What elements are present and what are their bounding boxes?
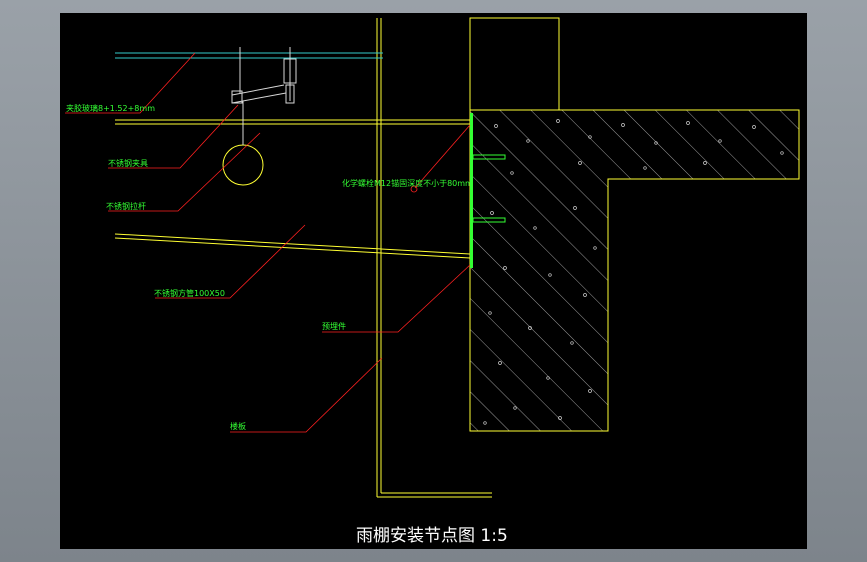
horizontal-beam — [115, 119, 470, 125]
label-beam: 不锈钢方管100X50 — [154, 288, 225, 298]
label-slab: 楼板 — [230, 421, 246, 431]
tie-rod — [114, 233, 471, 259]
embed-plate — [470, 113, 473, 268]
drawing-canvas[interactable]: 夹胶玻璃8+1.52+8mm 不锈钢夹具 不锈钢拉杆 不锈钢方管100X50 化… — [60, 13, 807, 549]
upper-wall — [469, 17, 560, 111]
label-embed-plate: 预埋件 — [322, 321, 346, 331]
leader-lines — [65, 52, 471, 433]
anchor-bolts — [472, 154, 506, 223]
drawing-title: 雨棚安装节点图 1:5 — [356, 526, 508, 546]
label-tie-rod: 不锈钢拉杆 — [106, 201, 146, 211]
concrete-wall — [469, 109, 800, 432]
canopy-node-drawing: 夹胶玻璃8+1.52+8mm 不锈钢夹具 不锈钢拉杆 不锈钢方管100X50 化… — [65, 17, 800, 546]
glass-panel — [115, 52, 383, 59]
concrete-aggregate — [483, 119, 784, 425]
label-anchor-bolt: 化学螺栓M12锚固深度不小于80mm — [342, 178, 473, 188]
glass-clamp — [231, 47, 297, 104]
vertical-pipe — [376, 18, 492, 498]
pipe-section — [222, 144, 264, 186]
bolt-marker — [410, 185, 418, 193]
label-glass: 夹胶玻璃8+1.52+8mm — [66, 103, 155, 113]
label-clamp: 不锈钢夹具 — [108, 158, 148, 168]
